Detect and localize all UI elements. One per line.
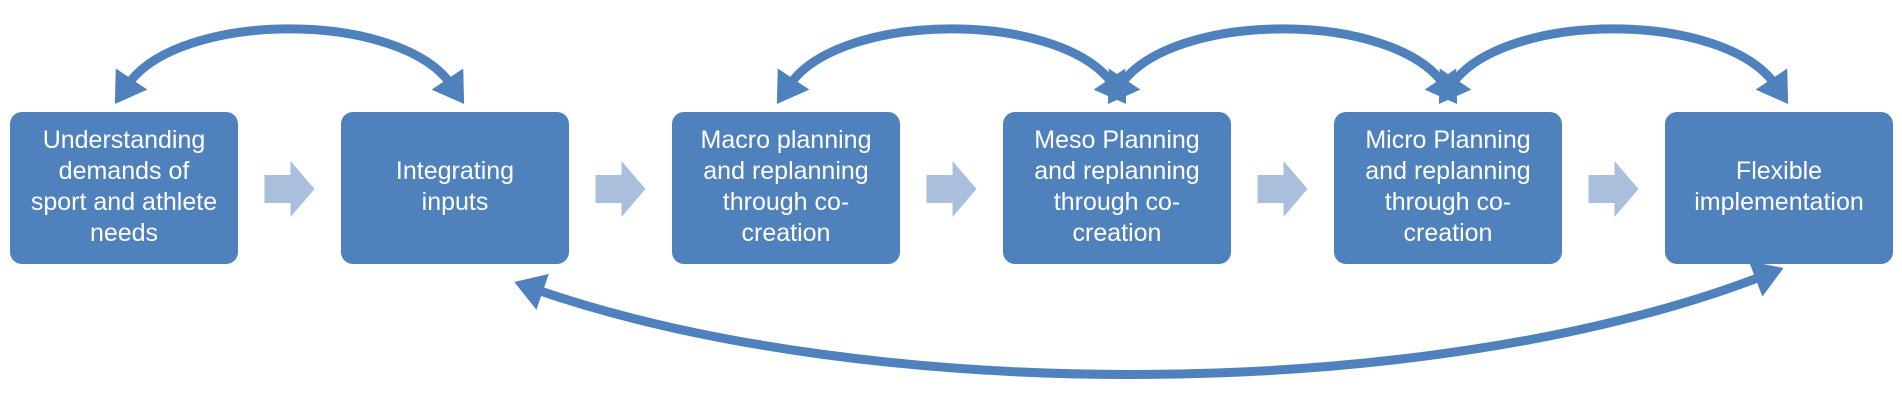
node-label-line: through co- xyxy=(1054,188,1180,216)
feedback-arrow-integrating-flexible-shaft xyxy=(530,271,1768,379)
node-box-understanding xyxy=(10,112,238,264)
node-label-line: implementation xyxy=(1694,188,1864,216)
node-flexible: Flexible implementation xyxy=(1665,112,1893,264)
node-macro: Macro planning and replanning through co-c… xyxy=(672,112,900,264)
feedback-arrow-micro-flexible-head-start xyxy=(1438,68,1472,104)
feedback-arrow-understanding-integrating xyxy=(114,24,465,104)
node-label-line: Micro Planning xyxy=(1365,126,1530,154)
feedback-arrow-micro-flexible-head-end xyxy=(1755,68,1789,104)
node-label-line: creation xyxy=(1404,219,1493,247)
node-label-line: and replanning xyxy=(703,157,868,185)
node-label-line: Flexible xyxy=(1736,157,1822,185)
feedback-arrow-micro-flexible xyxy=(1438,24,1789,104)
feedback-arrow-meso-micro-shaft xyxy=(1115,24,1450,91)
feedback-arrow-integrating-flexible-head-end xyxy=(1748,261,1784,297)
node-integrating: Integrating inputs xyxy=(341,112,569,264)
node-box-macro xyxy=(672,112,900,264)
node-label-line: Meso Planning xyxy=(1034,126,1199,154)
node-label-line: Understanding xyxy=(43,126,206,154)
node-label-line: and replanning xyxy=(1365,157,1530,185)
flow-arrow-macro-to-meso xyxy=(926,161,977,217)
feedback-arrow-integrating-flexible xyxy=(514,261,1784,379)
feedback-arrow-integrating-flexible-head-start xyxy=(514,273,549,310)
flow-arrow-meso-to-micro xyxy=(1257,161,1308,217)
feedback-arrow-understanding-integrating-shaft xyxy=(122,24,457,91)
feedback-arrow-meso-micro-head-start xyxy=(1107,68,1141,104)
node-label-line: inputs xyxy=(422,188,489,216)
node-label-line: through co- xyxy=(723,188,849,216)
feedback-arrow-micro-flexible-shaft xyxy=(1446,24,1781,91)
process-nodes: Understanding demands of sport and athlete… xyxy=(10,112,1893,264)
node-box-meso xyxy=(1003,112,1231,264)
node-box-micro xyxy=(1334,112,1562,264)
node-meso: Meso Planning and replanning through co-cr… xyxy=(1003,112,1231,264)
node-micro: Micro Planning and replanning through co-c… xyxy=(1334,112,1562,264)
node-understanding: Understanding demands of sport and athlete… xyxy=(10,112,238,264)
flow-arrow-micro-to-flexible xyxy=(1588,161,1639,217)
node-label-line: Integrating xyxy=(396,157,514,185)
feedback-arrow-macro-meso-head-start xyxy=(776,68,810,104)
node-box-integrating xyxy=(341,112,569,264)
node-label-line: demands of xyxy=(59,157,190,185)
node-label-line: needs xyxy=(90,219,158,247)
feedback-arrow-understanding-integrating-head-start xyxy=(114,68,148,104)
node-box-flexible xyxy=(1665,112,1893,264)
feedback-arrow-macro-meso-shaft xyxy=(784,24,1119,91)
node-label-line: sport and athlete xyxy=(31,188,217,216)
flow-arrow-understanding-to-integrating xyxy=(264,161,315,217)
flow-arrow-integrating-to-macro xyxy=(595,161,646,217)
node-label-line: and replanning xyxy=(1034,157,1199,185)
feedback-arrows xyxy=(114,24,1789,379)
node-label-line: creation xyxy=(1073,219,1162,247)
flow-arrows xyxy=(264,161,1639,217)
node-label-line: through co- xyxy=(1385,188,1511,216)
node-label-line: creation xyxy=(742,219,831,247)
node-label-line: Macro planning xyxy=(701,126,872,154)
feedback-arrow-understanding-integrating-head-end xyxy=(431,68,465,104)
feedback-arrow-macro-meso xyxy=(776,24,1127,104)
feedback-arrow-meso-micro xyxy=(1107,24,1458,104)
